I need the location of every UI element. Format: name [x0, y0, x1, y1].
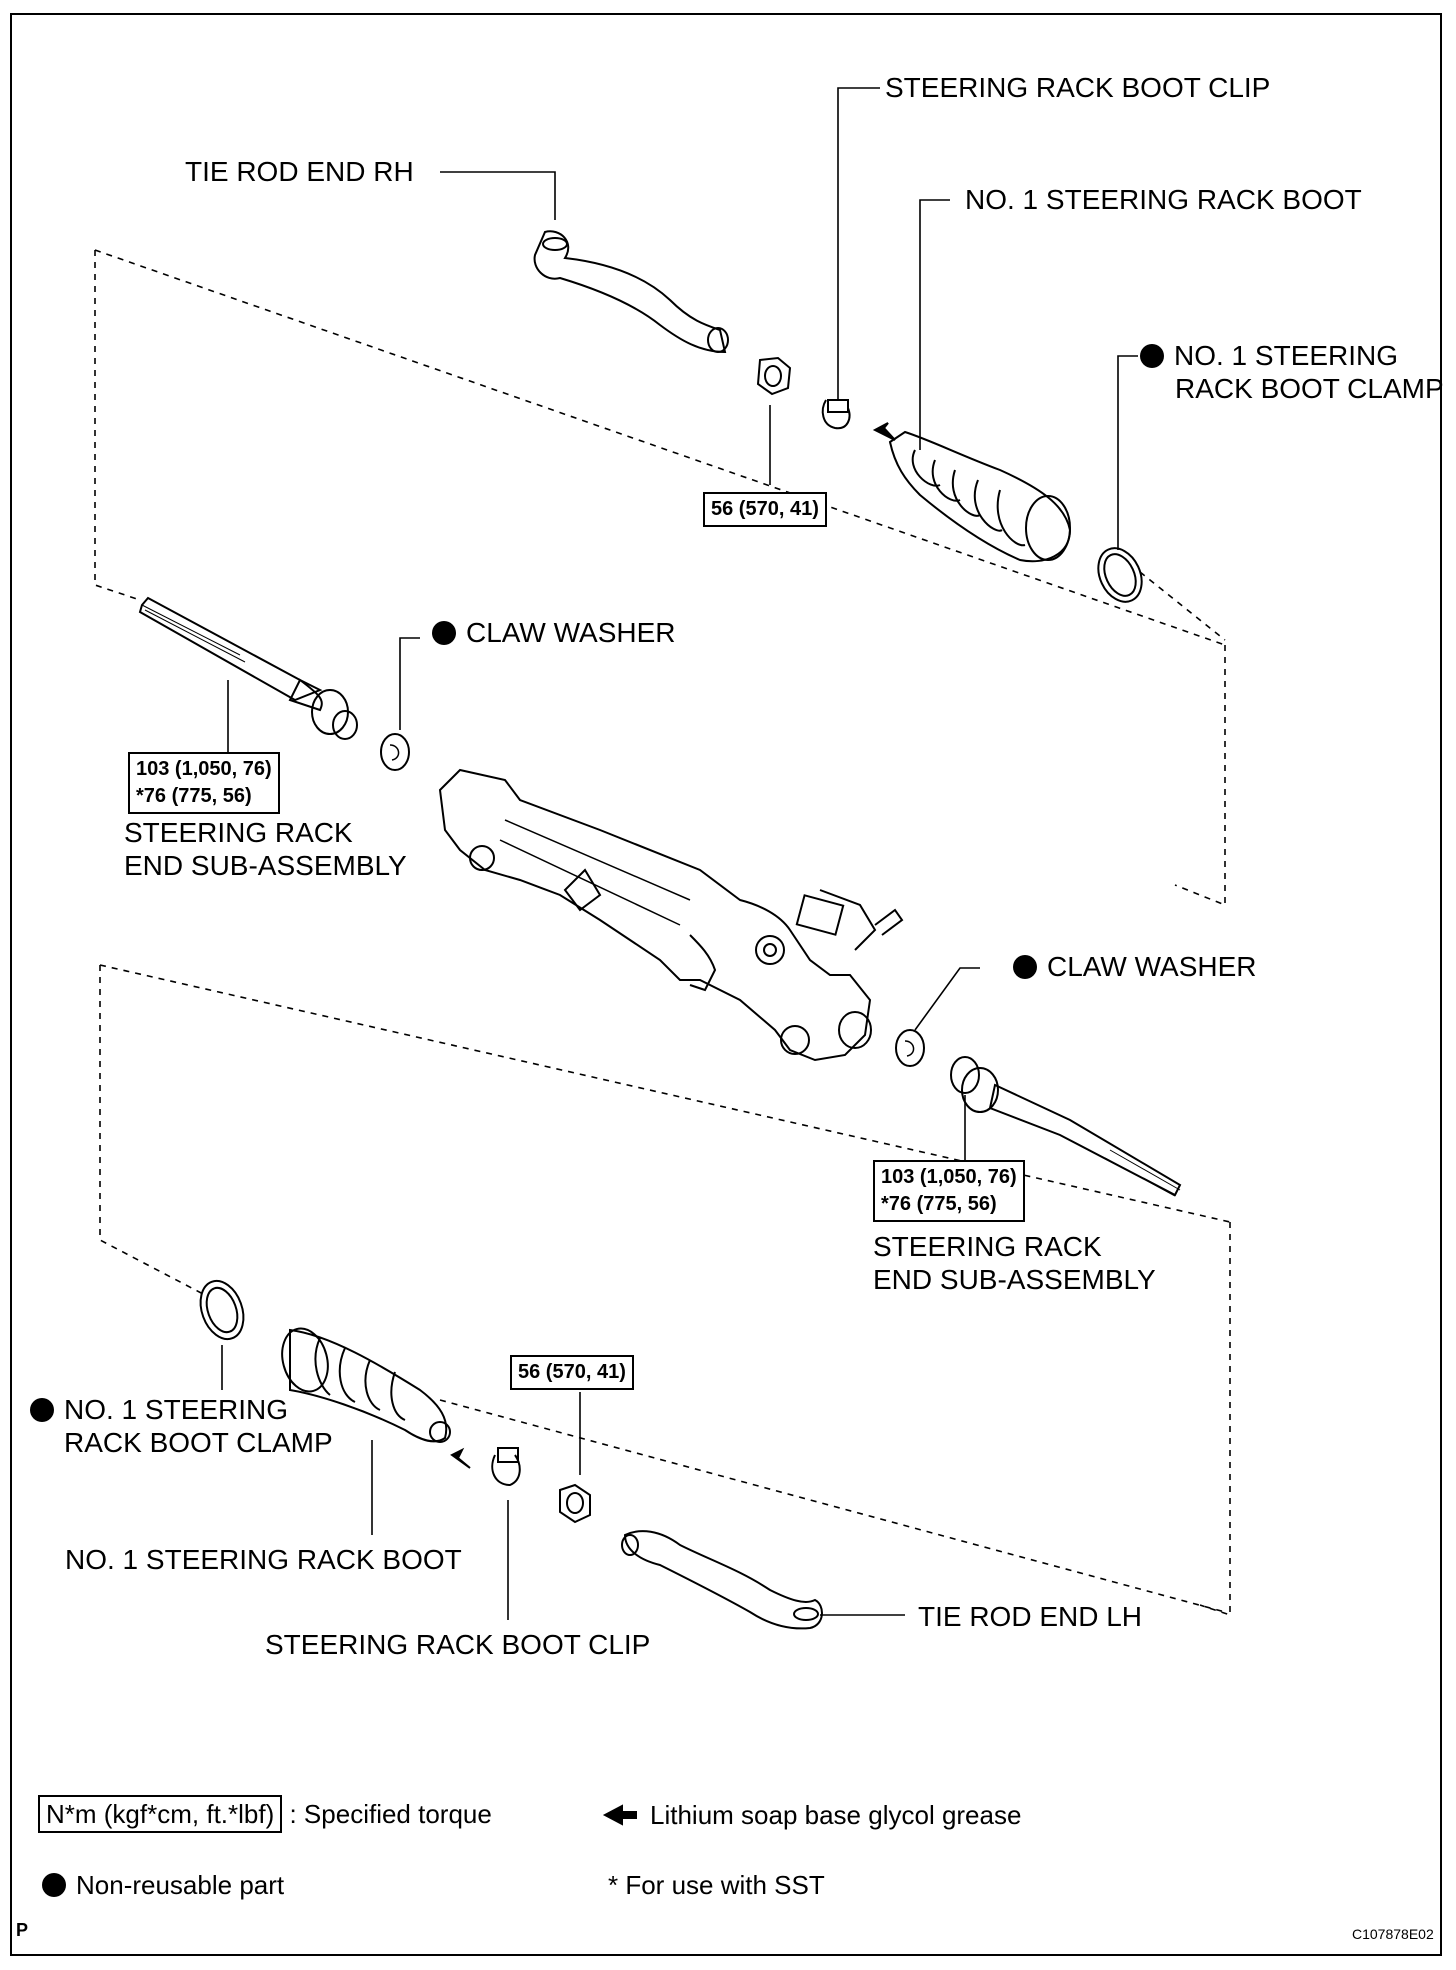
nonreusable-dot-icon [1013, 955, 1037, 979]
torque-box-nut-bottom: 56 (570, 41) [510, 1355, 634, 1390]
legend-torque-unit-box: N*m (kgf*cm, ft.*lbf) [38, 1795, 283, 1833]
nonreusable-dot-icon [432, 621, 456, 645]
label-boot-clip-bottom: STEERING RACK BOOT CLIP [265, 1629, 651, 1660]
label-boot-clamp-bottom-line2: RACK BOOT CLAMP [64, 1427, 333, 1458]
torque-box-nut-top: 56 (570, 41) [703, 492, 827, 527]
boot-clamp-bottom-shape [199, 1279, 245, 1341]
nonreusable-dot-icon [42, 1873, 66, 1897]
legend-grease-arrow [602, 1804, 637, 1826]
boot-clamp-top-shape [1097, 547, 1143, 603]
label-rack-boot-bottom: NO. 1 STEERING RACK BOOT [65, 1544, 462, 1575]
label-boot-clamp-bottom-line1: NO. 1 STEERING [64, 1394, 289, 1425]
figure-code: C107878E02 [1352, 1926, 1434, 1942]
label-claw-washer-right: CLAW WASHER [1013, 950, 1257, 983]
claw-washer-right-shape [895, 1029, 925, 1067]
legend-sst: * For use with SST [608, 1870, 825, 1900]
label-rack-end-left-1: STEERING RACK [124, 817, 353, 848]
label-rack-end-right-2: END SUB-ASSEMBLY [873, 1264, 1156, 1295]
label-tie-rod-end-lh: TIE ROD END LH [918, 1601, 1143, 1632]
nonreusable-dot-icon [1140, 344, 1164, 368]
label-boot-clamp-top: NO. 1 STEERING [1140, 339, 1398, 372]
torque-rack-end-left-2: *76 (775, 56) [136, 785, 252, 807]
claw-washer-left-shape [380, 733, 410, 771]
torque-nut-top: 56 (570, 41) [711, 498, 819, 520]
torque-nut-bottom: 56 (570, 41) [518, 1361, 626, 1383]
rack-boot-top-shape [888, 430, 1072, 563]
rack-end-left-shape [138, 596, 358, 740]
boot-clip-top-shape [821, 399, 851, 430]
torque-box-rack-end-left: 103 (1,050, 76) *76 (775, 56) [128, 752, 280, 814]
torque-rack-end-right-2: *76 (775, 56) [881, 1193, 997, 1215]
rack-end-right-shape [950, 1056, 1182, 1197]
nonreusable-dot-icon [30, 1398, 54, 1422]
label-rack-end-left-2: END SUB-ASSEMBLY [124, 850, 407, 881]
dashed-group-lines [94, 249, 1231, 1617]
label-boot-clip-top: STEERING RACK BOOT CLIP [885, 72, 1271, 103]
label-claw-washer-left-text: CLAW WASHER [466, 617, 676, 648]
label-rack-end-right-1: STEERING RACK [873, 1231, 1102, 1262]
label-boot-clamp-top-line1: NO. 1 STEERING [1174, 340, 1399, 371]
legend-nonreusable-desc: Non-reusable part [76, 1870, 285, 1900]
tie-rod-end-rh-shape [533, 230, 729, 354]
label-boot-clamp-top-line2: RACK BOOT CLAMP [1175, 373, 1444, 404]
rack-boot-bottom-shape [281, 1327, 451, 1443]
label-tie-rod-end-rh: TIE ROD END RH [185, 156, 414, 187]
torque-box-rack-end-right: 103 (1,050, 76) *76 (775, 56) [873, 1160, 1025, 1222]
tie-rod-end-lh-shape [621, 1530, 823, 1630]
legend-nonreusable: Non-reusable part [42, 1869, 284, 1901]
label-claw-washer-right-text: CLAW WASHER [1047, 951, 1257, 982]
legend-torque-desc: : Specified torque [289, 1799, 492, 1829]
nut-bottom-shape [559, 1483, 591, 1524]
boot-clip-bottom-shape [491, 1447, 521, 1487]
nut-top-shape [756, 356, 792, 396]
grease-arrow-top [872, 422, 896, 441]
legend-torque: N*m (kgf*cm, ft.*lbf) : Specified torque [38, 1795, 492, 1833]
diagram-frame [10, 13, 1442, 1956]
leader-lines [221, 87, 1138, 1620]
label-boot-clamp-bottom: NO. 1 STEERING [30, 1393, 288, 1426]
torque-rack-end-left-1: 103 (1,050, 76) [136, 758, 272, 780]
legend-grease-desc: Lithium soap base glycol grease [650, 1800, 1022, 1830]
label-claw-washer-left: CLAW WASHER [432, 616, 676, 649]
torque-rack-end-right-1: 103 (1,050, 76) [881, 1166, 1017, 1188]
corner-letter: P [16, 1920, 29, 1940]
grease-arrow-bottom [450, 1447, 471, 1469]
steering-gear-housing-shape [438, 768, 904, 1062]
label-rack-boot-top: NO. 1 STEERING RACK BOOT [965, 184, 1362, 215]
